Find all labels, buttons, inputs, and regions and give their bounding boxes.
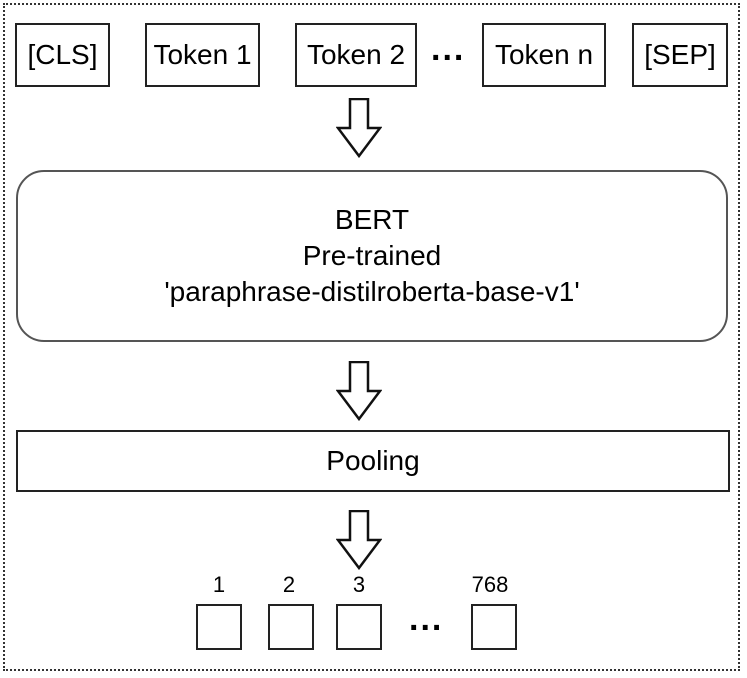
token-sep: [SEP] — [632, 23, 728, 87]
token-1: Token 1 — [145, 23, 260, 87]
token-ellipsis: ... — [431, 30, 466, 68]
vector-index-label: 1 — [212, 572, 226, 597]
vector-ellipsis: ... — [409, 600, 444, 638]
vector-index-label: 768 — [471, 572, 509, 597]
down-arrow-icon — [336, 98, 382, 158]
token-cls: [CLS] — [15, 23, 110, 87]
vector-index-label: 3 — [352, 572, 366, 597]
pooling-label: Pooling — [326, 445, 420, 476]
token-n-label: Token n — [494, 39, 594, 70]
down-arrow-icon — [336, 510, 382, 570]
token-2-label: Token 2 — [306, 39, 406, 70]
bert-model-box: BERT Pre-trained 'paraphrase-distilrober… — [16, 170, 728, 342]
pooling-box: Pooling — [16, 430, 730, 492]
vector-cell — [471, 604, 517, 650]
bert-subtitle: Pre-trained — [302, 240, 442, 271]
token-1-label: Token 1 — [153, 39, 252, 70]
vector-cell — [268, 604, 314, 650]
vector-index-label: 2 — [282, 572, 296, 597]
down-arrow-icon — [336, 361, 382, 421]
bert-model-name: 'paraphrase-distilroberta-base-v1' — [164, 276, 580, 307]
token-cls-label: [CLS] — [27, 39, 98, 70]
diagram-frame — [3, 3, 740, 671]
token-2: Token 2 — [295, 23, 417, 87]
bert-title: BERT — [334, 204, 410, 235]
token-n: Token n — [482, 23, 606, 87]
vector-cell — [336, 604, 382, 650]
vector-cell — [196, 604, 242, 650]
token-sep-label: [SEP] — [644, 39, 716, 70]
